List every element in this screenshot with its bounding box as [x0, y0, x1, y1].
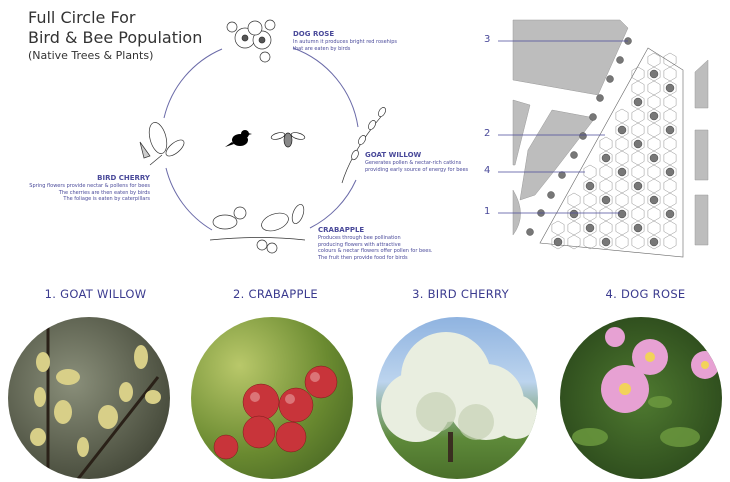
bird-icon — [225, 130, 252, 147]
cycle-arc — [163, 48, 223, 119]
tree-symbol — [665, 83, 675, 93]
goat-willow-photo — [8, 317, 170, 479]
dog-rose-photo — [560, 317, 722, 479]
tree-symbol — [617, 209, 627, 219]
title-subtitle: (Native Trees & Plants) — [28, 49, 154, 62]
bird-cherry-text: Spring flowers provide nectar & pollens … — [29, 183, 150, 189]
tree-symbol — [601, 195, 611, 205]
planting-hex — [567, 234, 581, 250]
dog-rose-sketch — [226, 19, 276, 63]
street-tree — [579, 132, 587, 140]
title-line-2: Bird & Bee Population — [28, 28, 203, 47]
tree-symbol — [585, 223, 595, 233]
tree-symbol — [633, 181, 643, 191]
tree-symbol — [649, 195, 659, 205]
map-label-3: 3 — [484, 34, 491, 45]
cycle-arc — [292, 47, 359, 128]
goat-willow-text: providing early source of energy for bee… — [365, 166, 469, 173]
street-tree — [606, 75, 614, 83]
planting-hex — [647, 234, 661, 250]
tree-symbol — [633, 223, 643, 233]
planting-hex — [551, 234, 565, 250]
street-tree — [547, 191, 555, 199]
tree-symbol — [633, 97, 643, 107]
crabapple-photo — [191, 317, 353, 479]
tree-symbol — [601, 153, 611, 163]
bird-cherry-photo — [376, 317, 538, 479]
plant-title-bird-cherry: 3. BIRD CHERRY — [412, 287, 509, 301]
plant-title-crabapple: 2. CRABAPPLE — [233, 287, 318, 301]
street-tree — [589, 113, 597, 121]
cycle-arc — [309, 179, 357, 229]
building — [694, 59, 709, 109]
bee-icon — [270, 132, 306, 148]
bird-cherry-text: The cherries are then eaten by birds — [58, 189, 150, 196]
label-goat-willow: GOAT WILLOW Generates pollen & nectar-ri… — [365, 151, 468, 173]
tree-symbol — [617, 167, 627, 177]
crabapple-heading: CRABAPPLE — [318, 226, 365, 234]
map-label-4: 4 — [484, 165, 491, 176]
street-tree — [570, 151, 578, 159]
plant-title-goat-willow: 1. GOAT WILLOW — [44, 287, 147, 301]
tree-symbol — [633, 139, 643, 149]
label-dog-rose: DOG ROSE In autumn it produces bright re… — [293, 30, 397, 52]
dog-rose-heading: DOG ROSE — [293, 30, 335, 38]
tree-symbol — [649, 111, 659, 121]
dog-rose-text: that are eaten by birds — [293, 45, 351, 52]
goat-willow-sketch — [341, 107, 386, 184]
bird-cherry-text: The foliage is eaten by caterpillars — [63, 196, 150, 202]
tree-symbol — [665, 167, 675, 177]
building — [694, 194, 709, 246]
goat-willow-heading: GOAT WILLOW — [365, 151, 422, 159]
planting-hex — [663, 234, 677, 250]
diagram-title: Full Circle For Bird & Bee Population (N… — [28, 8, 202, 63]
map-label-2: 2 — [484, 128, 491, 139]
building — [512, 19, 629, 96]
map-label-1: 1 — [484, 206, 491, 217]
crabapple-text: colours & nectar flowers offer pollen fo… — [318, 248, 433, 254]
tree-symbol — [649, 69, 659, 79]
tree-symbol — [665, 209, 675, 219]
crabapple-sketch — [209, 204, 306, 254]
title-line-1: Full Circle For — [28, 8, 136, 27]
bird-cherry-sketch — [139, 122, 185, 166]
building — [694, 129, 709, 181]
street-tree — [558, 171, 566, 179]
tree-symbol — [569, 209, 579, 219]
building — [512, 99, 531, 166]
planting-hex — [599, 234, 613, 250]
goat-willow-text: Generates pollen & nectar-rich catkins — [365, 160, 462, 166]
cycle-arc — [165, 167, 213, 231]
crabapple-text: producing flowers with attractive — [318, 241, 401, 248]
planting-hex — [615, 234, 629, 250]
street-tree — [526, 228, 534, 236]
building — [512, 189, 521, 236]
plant-title-dog-rose: 4. DOG ROSE — [605, 287, 686, 301]
bird-cherry-heading: BIRD CHERRY — [97, 174, 150, 182]
site-plan — [498, 19, 709, 258]
tree-symbol — [649, 153, 659, 163]
planting-area — [539, 47, 684, 258]
street-tree — [616, 56, 624, 64]
tree-symbol — [665, 125, 675, 135]
tree-symbol — [649, 237, 659, 247]
planting-hex — [583, 234, 597, 250]
label-crabapple: CRABAPPLE Produces through bee pollinati… — [318, 226, 433, 261]
crabapple-text: Produces through bee pollination — [318, 235, 401, 241]
tree-symbol — [617, 125, 627, 135]
street-tree — [596, 94, 604, 102]
cycle-diagram — [139, 19, 386, 254]
tree-symbol — [585, 181, 595, 191]
crabapple-text: The fruit then provide food for birds — [318, 254, 408, 261]
dog-rose-text: In autumn it produces bright red rosehip… — [293, 39, 398, 45]
planting-hex — [631, 234, 645, 250]
tree-symbol — [553, 237, 563, 247]
tree-symbol — [601, 237, 611, 247]
label-bird-cherry: BIRD CHERRY Spring flowers provide necta… — [29, 174, 150, 203]
